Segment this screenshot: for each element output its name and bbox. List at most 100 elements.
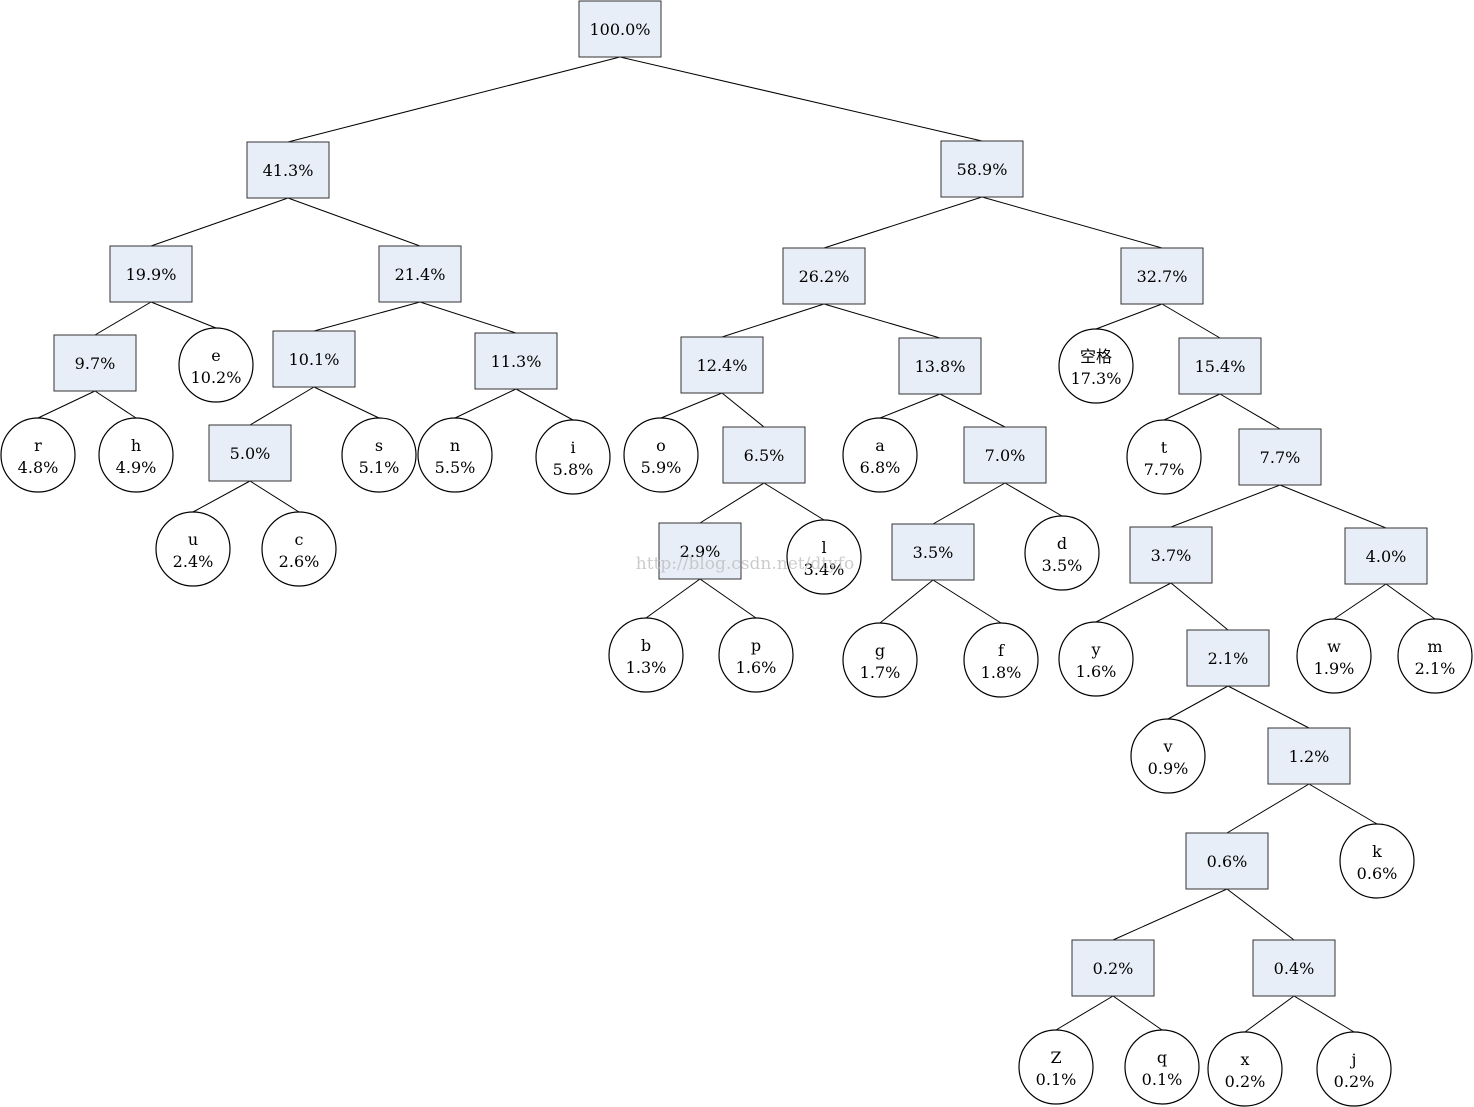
internal-node: 1.2% bbox=[1267, 727, 1351, 785]
tree-edge bbox=[287, 56, 621, 143]
internal-node-box bbox=[940, 140, 1024, 198]
internal-node: 9.7% bbox=[53, 334, 137, 392]
internal-node: 7.7% bbox=[1238, 428, 1322, 486]
tree-edge bbox=[1279, 484, 1387, 529]
tree-edge bbox=[939, 393, 1006, 428]
leaf-node-circle bbox=[786, 519, 862, 595]
tree-edge bbox=[1112, 888, 1228, 941]
leaf-symbol: w bbox=[1327, 637, 1341, 656]
internal-node-box bbox=[1186, 629, 1270, 687]
leaf-node: l3.4% bbox=[786, 519, 862, 595]
internal-node-box bbox=[272, 330, 356, 388]
tree-edge bbox=[37, 390, 96, 419]
leaf-symbol: i bbox=[570, 438, 575, 457]
node-percent: 2.1% bbox=[1208, 649, 1249, 668]
internal-node-box bbox=[722, 426, 806, 484]
leaf-symbol: f bbox=[998, 641, 1005, 660]
internal-node-box bbox=[891, 523, 975, 581]
node-percent: 13.8% bbox=[915, 357, 966, 376]
leaf-percent: 4.8% bbox=[18, 458, 59, 477]
leaf-node-circle bbox=[963, 622, 1039, 698]
internal-node-box bbox=[658, 522, 742, 580]
internal-node: 100.0% bbox=[578, 0, 662, 58]
internal-node: 21.4% bbox=[378, 245, 462, 303]
internal-node: 12.4% bbox=[680, 336, 764, 394]
leaf-percent: 3.4% bbox=[804, 560, 845, 579]
tree-edge bbox=[515, 388, 574, 421]
tree-edge bbox=[1226, 783, 1310, 834]
node-percent: 3.7% bbox=[1151, 546, 1192, 565]
leaf-percent: 0.2% bbox=[1225, 1072, 1266, 1091]
tree-edge bbox=[419, 301, 517, 334]
leaf-node-circle bbox=[718, 617, 794, 693]
tree-edge bbox=[932, 579, 1002, 624]
tree-edge bbox=[823, 303, 941, 339]
leaf-symbol: v bbox=[1162, 737, 1172, 756]
leaf-node: v 0.9% bbox=[1130, 718, 1206, 794]
tree-edge bbox=[699, 578, 757, 619]
leaf-symbol: q bbox=[1157, 1048, 1167, 1067]
internal-node-box bbox=[1267, 727, 1351, 785]
tree-edge bbox=[981, 196, 1163, 249]
internal-node: 19.9% bbox=[109, 245, 193, 303]
leaf-node: t7.7% bbox=[1126, 419, 1202, 495]
node-percent: 4.0% bbox=[1366, 547, 1407, 566]
node-percent: 1.2% bbox=[1289, 747, 1330, 766]
watermark: http://blog.csdn.net/dtyfo bbox=[636, 554, 854, 574]
leaf-symbol: b bbox=[641, 636, 651, 655]
internal-node-box bbox=[680, 336, 764, 394]
tree-edge bbox=[313, 386, 380, 419]
leaf-node: u2.4% bbox=[155, 511, 231, 587]
tree-edge bbox=[721, 303, 825, 338]
internal-node-box bbox=[1071, 939, 1155, 997]
internal-node: 5.0% bbox=[208, 424, 292, 482]
node-percent: 21.4% bbox=[395, 265, 446, 284]
internal-node: 11.3% bbox=[474, 332, 558, 390]
node-percent: 11.3% bbox=[491, 352, 542, 371]
node-percent: 7.7% bbox=[1260, 448, 1301, 467]
leaf-symbol: g bbox=[875, 641, 885, 660]
tree-edge bbox=[1385, 583, 1436, 620]
tree-edge bbox=[1095, 303, 1163, 330]
tree-edge bbox=[932, 482, 1006, 525]
leaf-node: c2.6% bbox=[261, 511, 337, 587]
tree-edge bbox=[313, 301, 421, 332]
tree-edge bbox=[1226, 888, 1295, 941]
leaf-percent: 0.9% bbox=[1148, 759, 1189, 778]
internal-node: 3.7% bbox=[1129, 526, 1213, 584]
leaf-node: e10.2% bbox=[178, 327, 254, 403]
leaf-node-circle bbox=[1126, 419, 1202, 495]
leaf-symbol: a bbox=[875, 436, 885, 455]
leaf-percent: 6.8% bbox=[860, 458, 901, 477]
leaf-node: p1.6% bbox=[718, 617, 794, 693]
leaf-node-circle bbox=[1124, 1029, 1200, 1105]
leaf-node: q0.1% bbox=[1124, 1029, 1200, 1105]
leaf-node: g 1.7% bbox=[842, 622, 918, 698]
internal-node-box bbox=[53, 334, 137, 392]
leaf-symbol: m bbox=[1427, 637, 1442, 656]
internal-node-box bbox=[1344, 527, 1428, 585]
node-percent: 12.4% bbox=[697, 356, 748, 375]
leaf-node-circle bbox=[98, 417, 174, 493]
leaf-node-circle bbox=[341, 417, 417, 493]
leaf-symbol: s bbox=[375, 436, 383, 455]
leaf-percent: 7.7% bbox=[1144, 460, 1185, 479]
leaf-percent: 2.1% bbox=[1415, 659, 1456, 678]
tree-edge bbox=[192, 480, 251, 513]
tree-edge bbox=[699, 482, 765, 524]
tree-edge bbox=[150, 301, 217, 329]
tree-edge bbox=[1095, 582, 1172, 623]
leaf-node: w1.9% bbox=[1296, 618, 1372, 694]
tree-edge bbox=[1170, 582, 1229, 631]
internal-node: 4.0% bbox=[1344, 527, 1428, 585]
leaf-node-circle bbox=[1207, 1031, 1283, 1107]
tree-edge bbox=[249, 480, 300, 513]
leaf-node: o5.9% bbox=[623, 417, 699, 493]
leaf-node-circle bbox=[155, 511, 231, 587]
tree-edge bbox=[1308, 783, 1378, 825]
tree-edge bbox=[1055, 995, 1114, 1031]
internal-node: 26.2% bbox=[782, 247, 866, 305]
leaf-node-circle bbox=[1130, 718, 1206, 794]
leaf-node: s5.1% bbox=[341, 417, 417, 493]
leaf-percent: 1.7% bbox=[860, 663, 901, 682]
